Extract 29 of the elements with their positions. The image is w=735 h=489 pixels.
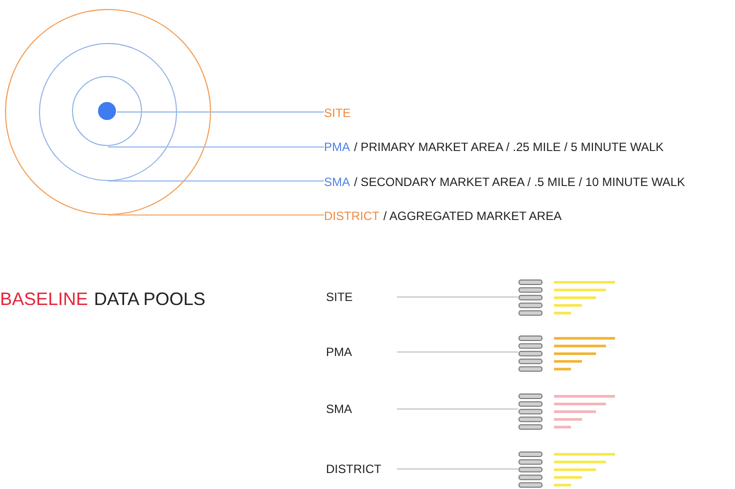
area-label: SITE (326, 290, 353, 304)
site-dot (98, 102, 116, 120)
area-description: / PRIMARY MARKET AREA / .25 MILE / 5 MINUTE WALK (354, 140, 664, 154)
pma-circle (72, 76, 142, 146)
leader-line (117, 111, 324, 113)
bar-list-icon (518, 279, 618, 317)
area-label: PMA (324, 140, 350, 154)
leader-line (397, 351, 518, 353)
leader-line (397, 296, 518, 298)
heading-text: DATA POOLS (94, 289, 206, 310)
bar-list-icon (518, 393, 618, 431)
sma-circle (38, 42, 176, 180)
area-label: SITE (324, 106, 351, 120)
leader-line (397, 408, 518, 410)
leader-line (108, 146, 324, 148)
bar-list-icon (518, 451, 618, 489)
area-label: PMA (326, 345, 352, 359)
area-description: / AGGREGATED MARKET AREA (383, 209, 562, 223)
area-label: DISTRICT (324, 209, 380, 223)
leader-line (108, 214, 324, 216)
leader-line (108, 180, 324, 182)
bar-list-icon (518, 335, 618, 373)
area-label: SMA (324, 175, 350, 189)
heading-word: BASELINE (0, 289, 88, 310)
leader-line (397, 468, 518, 470)
area-label: SMA (326, 402, 352, 416)
district-circle (5, 9, 211, 215)
area-description: / SECONDARY MARKET AREA / .5 MILE / 10 MINUTE WALK (354, 175, 685, 189)
area-label: DISTRICT (326, 462, 382, 476)
